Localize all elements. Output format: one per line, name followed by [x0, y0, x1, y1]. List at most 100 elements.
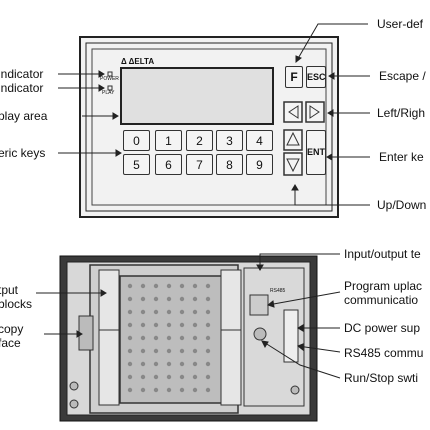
heatsink-dot: [140, 322, 146, 328]
heatsink-dot: [205, 348, 211, 354]
heatsink-dot: [166, 361, 172, 367]
heatsink-dot: [166, 309, 172, 315]
heatsink-dot: [205, 335, 211, 341]
heatsink-dot: [140, 387, 146, 393]
numeric-key-6: 6: [155, 154, 182, 175]
heatsink-dot: [166, 296, 172, 302]
heatsink-dot: [192, 387, 198, 393]
heatsink-dot: [153, 387, 159, 393]
numeric-key-0: 0: [123, 130, 150, 151]
numeric-key-2: 2: [186, 130, 213, 151]
heatsink-dot: [205, 387, 211, 393]
display-area: [120, 67, 274, 125]
numeric-key-1: 1: [155, 130, 182, 151]
numeric-key-9: 9: [246, 154, 273, 175]
heatsink-dot: [166, 283, 172, 289]
heatsink-dot: [127, 374, 133, 380]
heatsink-dot: [153, 322, 159, 328]
heatsink-dot: [140, 283, 146, 289]
label-io-terminal: Input/output te: [344, 247, 421, 261]
heatsink-dot: [127, 348, 133, 354]
brand-logo: Δ ΔΕLTA: [121, 57, 155, 66]
power-led: [107, 71, 113, 77]
heatsink-dot: [166, 374, 172, 380]
heatsink-dot: [127, 309, 133, 315]
heatsink-dot: [140, 348, 146, 354]
heatsink-dot: [192, 322, 198, 328]
heatsink-dot: [179, 374, 185, 380]
heatsink-dots: [127, 283, 211, 393]
esc-key: ESC: [306, 66, 326, 88]
program-upload-port: [249, 294, 269, 316]
label-dc-power: DC power sup: [344, 321, 421, 335]
label-rs485: RS485 commu: [344, 346, 424, 360]
port-label: RS485: [270, 288, 286, 294]
play-led: [107, 85, 113, 91]
label-copy-interface-2: face: [0, 336, 21, 350]
heatsink-dot: [192, 283, 198, 289]
bottom-callouts: [36, 253, 341, 379]
heatsink-dot: [153, 348, 159, 354]
direction-keys: [283, 101, 325, 176]
controller-back-panel: [59, 255, 318, 422]
ent-key: ENT: [306, 130, 326, 175]
terminal-block: [283, 309, 299, 363]
heatsink-dot: [205, 374, 211, 380]
play-led-label: PLAY: [102, 90, 115, 96]
heatsink-dot: [192, 374, 198, 380]
heatsink-dot: [127, 387, 133, 393]
heatsink-dot: [179, 283, 185, 289]
numeric-key-5: 5: [123, 154, 150, 175]
heatsink-dot: [179, 361, 185, 367]
label-program-upload-2: communicatio: [344, 293, 419, 307]
heatsink-dot: [179, 322, 185, 328]
numeric-key-8: 8: [216, 154, 243, 175]
label-up-down: Up/Down: [377, 198, 427, 212]
label-copy-interface-1: copy: [0, 322, 24, 336]
heatsink-dot: [205, 309, 211, 315]
f-key: F: [285, 66, 303, 88]
heatsink-dot: [127, 296, 133, 302]
label-escape: Escape /: [379, 69, 426, 83]
label-left-right: Left/Righ: [377, 106, 426, 120]
heatsink-dot: [153, 296, 159, 302]
label-power-indicator: indicator: [0, 67, 44, 81]
heatsink-dot: [205, 322, 211, 328]
heatsink-dot: [140, 335, 146, 341]
heatsink-dot: [179, 296, 185, 302]
heatsink-dot: [153, 309, 159, 315]
top-left-callouts: [58, 70, 122, 157]
heatsink-dot: [179, 348, 185, 354]
top-right-callouts: [291, 23, 370, 206]
label-output-blocks-2: blocks: [0, 297, 33, 311]
heatsink-dot: [127, 283, 133, 289]
heatsink-dot: [192, 296, 198, 302]
heatsink-dot: [166, 348, 172, 354]
heatsink-dot: [205, 283, 211, 289]
numeric-key-7: 7: [186, 154, 213, 175]
label-display-area: play area: [0, 109, 48, 123]
numeric-key-3: 3: [216, 130, 243, 151]
heatsink-dot: [166, 335, 172, 341]
numeric-key-4: 4: [246, 130, 273, 151]
hmi-front-panel: [79, 36, 339, 218]
heatsink-dot: [179, 387, 185, 393]
heatsink-dot: [192, 361, 198, 367]
heatsink-dot: [192, 348, 198, 354]
power-led-label: POWER: [100, 76, 119, 82]
heatsink-dot: [179, 335, 185, 341]
heatsink-dot: [140, 374, 146, 380]
heatsink-dot: [127, 335, 133, 341]
heatsink-dot: [192, 335, 198, 341]
label-user-defined: User-def: [377, 17, 424, 31]
label-numeric-keys: eric keys: [0, 146, 46, 160]
heatsink-dot: [205, 296, 211, 302]
label-output-blocks-1: tput: [0, 283, 19, 297]
heatsink-dot: [192, 309, 198, 315]
heatsink-dot: [153, 361, 159, 367]
heatsink-dot: [140, 309, 146, 315]
heatsink-dot: [153, 374, 159, 380]
heatsink-dot: [153, 335, 159, 341]
label-run-stop: Run/Stop swti: [344, 371, 419, 385]
